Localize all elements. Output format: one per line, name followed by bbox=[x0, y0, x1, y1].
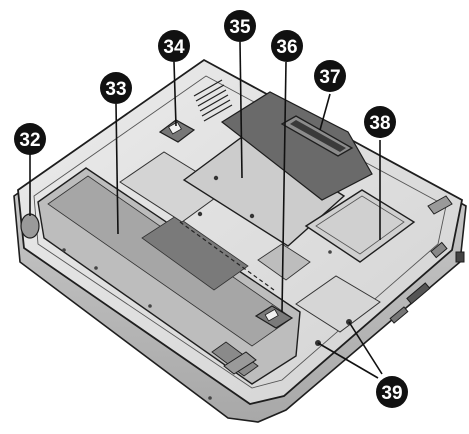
callout-36-label: 36 bbox=[276, 37, 297, 58]
leader-36 bbox=[281, 61, 287, 313]
secondary-latch-button bbox=[264, 308, 279, 322]
right-side-ports bbox=[389, 241, 465, 324]
callout-39-label: 39 bbox=[381, 383, 402, 404]
lower-right-panel bbox=[295, 275, 381, 333]
leader-lines bbox=[29, 41, 383, 379]
hard-drive-subpanel bbox=[257, 243, 311, 281]
screw-2 bbox=[249, 213, 255, 219]
callout-37-label: 37 bbox=[319, 67, 340, 88]
leader-35 bbox=[239, 41, 243, 179]
callout-33-label: 33 bbox=[105, 79, 126, 100]
battery-grip-dark bbox=[141, 215, 249, 291]
callout-34-label: 34 bbox=[163, 37, 185, 58]
memory-compartment-inner bbox=[315, 195, 405, 255]
screw-3 bbox=[197, 211, 203, 217]
callout-35: 35 bbox=[224, 10, 256, 42]
screw-1 bbox=[213, 175, 219, 181]
leader-39-a bbox=[317, 342, 379, 379]
hard-drive-cover bbox=[182, 133, 346, 247]
leader-37 bbox=[319, 93, 331, 131]
vent-grille bbox=[193, 79, 233, 122]
callout-32-label: 32 bbox=[19, 130, 40, 151]
callout-32: 32 bbox=[14, 123, 46, 155]
memory-compartment bbox=[304, 189, 416, 263]
callout-39: 39 bbox=[376, 376, 408, 408]
leader-39-b bbox=[348, 321, 383, 375]
callout-35-label: 35 bbox=[229, 17, 251, 38]
foot-pads bbox=[223, 195, 453, 375]
docking-connector-slot bbox=[290, 120, 346, 152]
dark-upper-panel bbox=[220, 91, 373, 201]
left-latch bbox=[20, 213, 40, 239]
scattered-screws bbox=[62, 248, 332, 400]
callout-33: 33 bbox=[100, 72, 132, 104]
callout-38: 38 bbox=[364, 106, 396, 138]
leader-34 bbox=[173, 61, 177, 127]
leader-33 bbox=[115, 103, 119, 235]
release-latch-button bbox=[168, 121, 182, 135]
hard-drive-cover-dashed-edge bbox=[179, 221, 275, 291]
callout-37: 37 bbox=[314, 60, 346, 92]
callout-36: 36 bbox=[271, 30, 303, 62]
callout-34: 34 bbox=[158, 30, 190, 62]
callout-38-label: 38 bbox=[369, 113, 390, 134]
